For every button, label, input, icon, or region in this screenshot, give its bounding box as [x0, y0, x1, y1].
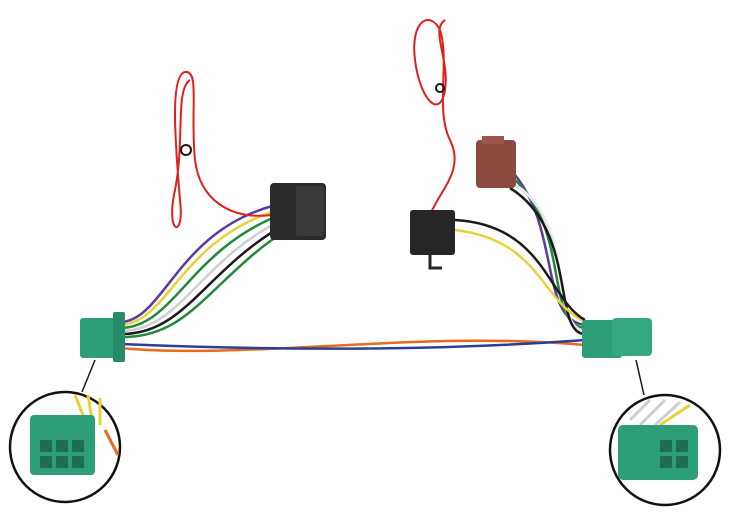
left-wire-bundle: [121, 203, 287, 339]
black-connector-small: [410, 210, 455, 270]
detail-circle-right: [608, 393, 722, 507]
detail-circle-left: [8, 390, 122, 504]
green-connector-left: [80, 312, 125, 362]
orange-blue-wires: [119, 338, 586, 353]
brown-connector: [476, 136, 516, 188]
red-wires: [171, 19, 456, 229]
black-connector-large: [270, 183, 326, 240]
green-connector-right: [582, 318, 652, 358]
right-wire-bundle: [454, 174, 586, 336]
